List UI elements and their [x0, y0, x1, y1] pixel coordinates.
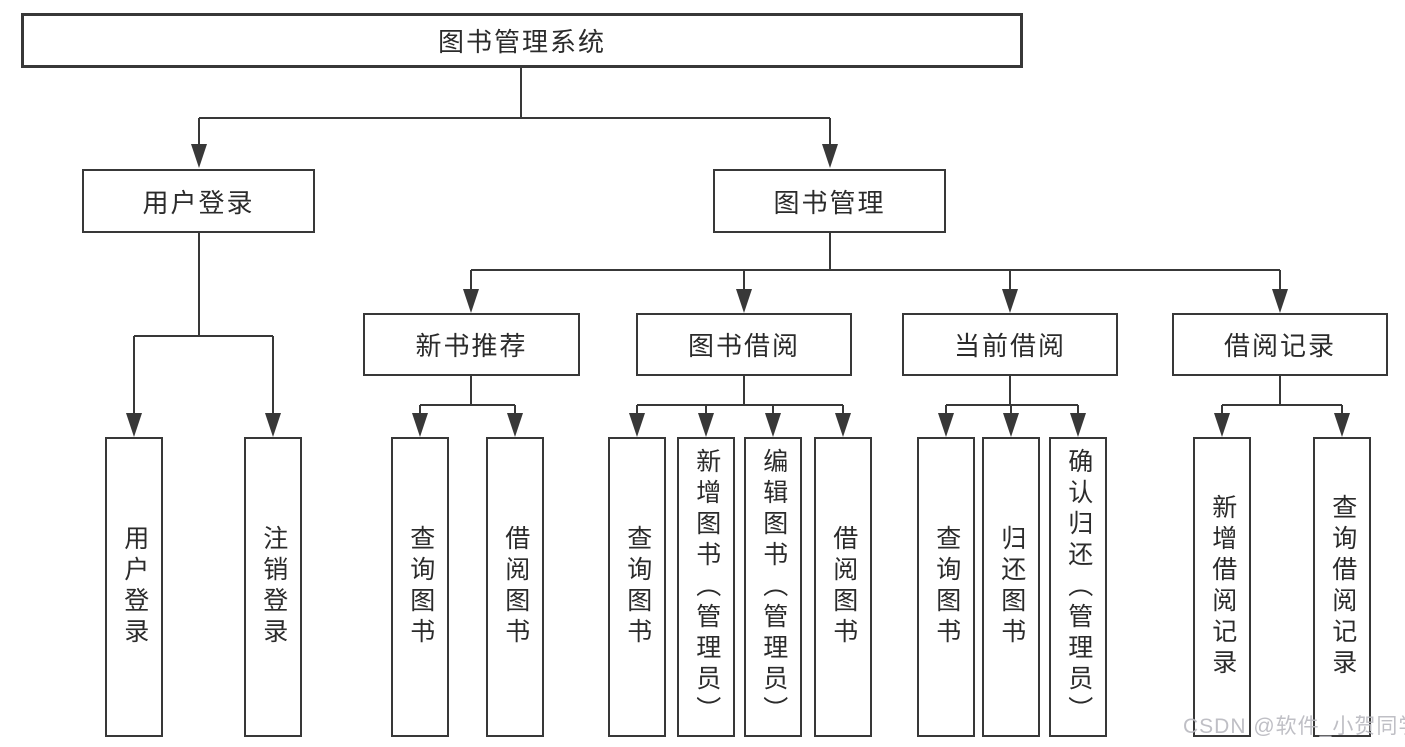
node-borrow-records: 借阅记录 — [1172, 313, 1388, 376]
node-new-book-recommend: 新书推荐 — [363, 313, 580, 376]
leaf-borrow-book: 借阅图书 — [814, 437, 872, 737]
leaf-logout: 注销登录 — [244, 437, 302, 737]
leaf-add-borrow-record: 新增借阅记录 — [1193, 437, 1251, 737]
node-book-borrow: 图书借阅 — [636, 313, 852, 376]
leaf-query-book-borrow: 查询图书 — [608, 437, 666, 737]
leaf-query-book-recommend: 查询图书 — [391, 437, 449, 737]
leaf-edit-book-admin: 编辑图书（管理员） — [744, 437, 802, 737]
leaf-query-book-current: 查询图书 — [917, 437, 975, 737]
arrowheads — [126, 144, 1350, 437]
node-root-system: 图书管理系统 — [21, 13, 1023, 68]
leaf-query-borrow-record: 查询借阅记录 — [1313, 437, 1371, 737]
leaf-return-book: 归还图书 — [982, 437, 1040, 737]
leaf-confirm-return-admin: 确认归还（管理员） — [1049, 437, 1107, 737]
leaf-user-login: 用户登录 — [105, 437, 163, 737]
watermark: CSDN @软件_小贺同学 — [1183, 715, 1405, 738]
leaf-add-book-admin: 新增图书（管理员） — [677, 437, 735, 737]
node-book-management: 图书管理 — [713, 169, 946, 233]
leaf-borrow-book-recommend: 借阅图书 — [486, 437, 544, 737]
node-current-borrow: 当前借阅 — [902, 313, 1118, 376]
node-user-login: 用户登录 — [82, 169, 315, 233]
